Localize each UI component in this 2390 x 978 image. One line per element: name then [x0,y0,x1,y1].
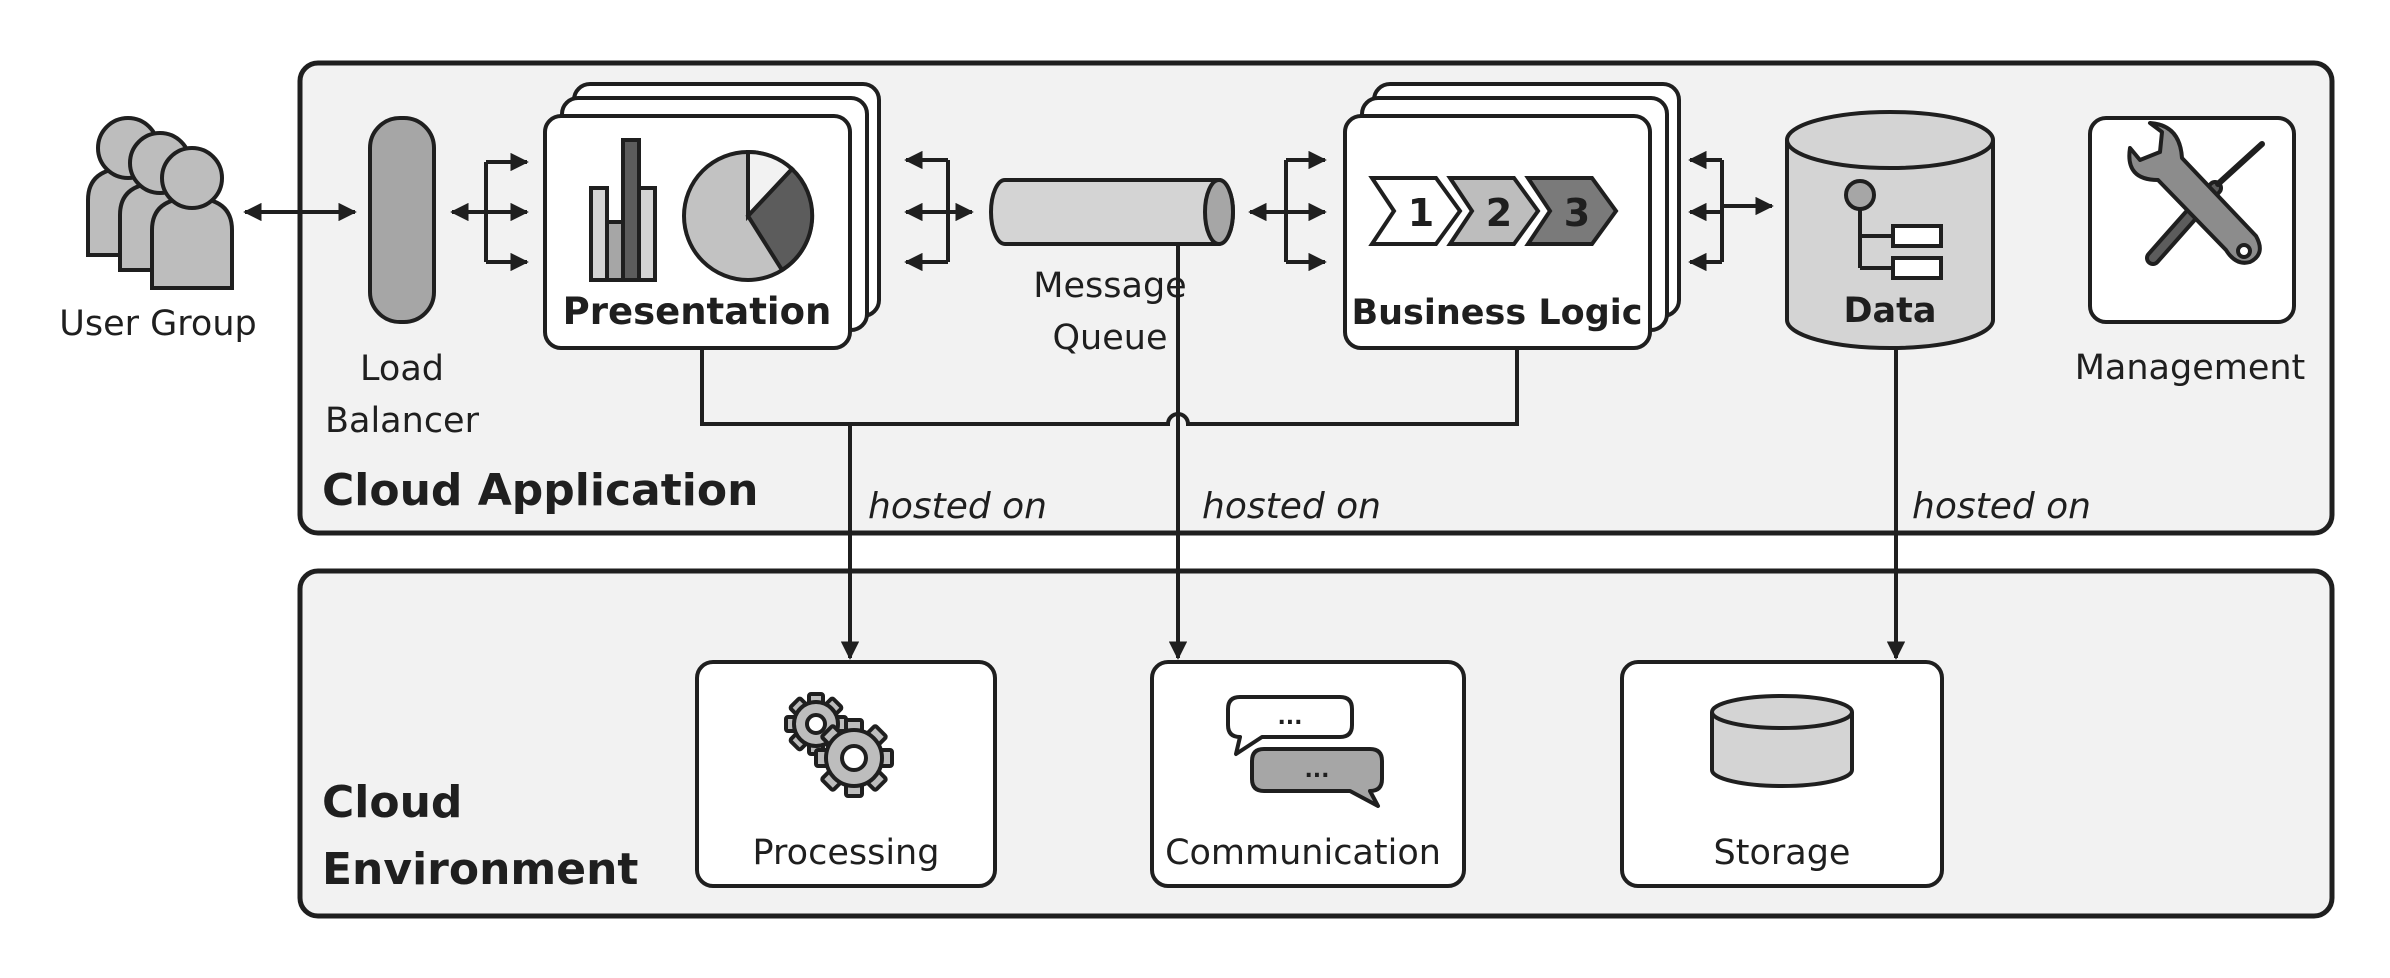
business-data-connector [1688,150,1774,272]
presentation-label: Presentation [563,290,832,333]
hosting-connectors [700,244,1906,660]
chat-dots-bottom: ... [1304,758,1329,783]
step-2-label: 2 [1486,191,1512,235]
step-1-label: 1 [1408,191,1434,235]
load-balancer-label-line2: Balancer [325,401,480,441]
load-balancer-label-line1: Load [360,349,444,389]
queue-business-connector [1248,150,1327,272]
tree-icon [1844,179,1943,280]
message-queue-label-line1: Message [1033,266,1186,306]
processing-label: Processing [753,833,940,873]
gears-icon [784,692,894,798]
cloud-application-label: Cloud Application [322,465,758,516]
message-queue-shape [989,178,1235,246]
users-icon [86,116,234,290]
lb-presentation-connector [450,152,529,272]
database-icon [1785,110,1995,350]
hosted-on-label-3: hosted on [1912,486,2091,527]
hosted-on-label-1: hosted on [868,486,1047,527]
presentation-queue-connector [904,150,974,272]
management-label: Management [2075,348,2306,388]
data-label: Data [1843,291,1936,331]
step-3-label: 3 [1564,191,1590,235]
user-group-label: User Group [59,304,256,344]
storage-icon [1710,694,1854,788]
chat-bubbles-icon [1226,695,1384,808]
load-balancer-shape [368,116,436,324]
chevron-steps-icon [1368,176,1619,246]
cloud-environment-label-line1: Cloud [322,777,462,828]
communication-label: Communication [1165,833,1441,873]
cloud-environment-label-line2: Environment [322,844,638,895]
storage-label: Storage [1714,833,1851,873]
bar-chart-icon [589,138,657,282]
message-queue-label-line2: Queue [1053,318,1168,358]
business-logic-label: Business Logic [1351,293,1642,333]
hosted-on-label-2: hosted on [1202,486,1381,527]
chat-dots-top: ... [1277,705,1302,730]
pie-chart-icon [682,149,815,282]
tools-icon [2127,121,2265,266]
